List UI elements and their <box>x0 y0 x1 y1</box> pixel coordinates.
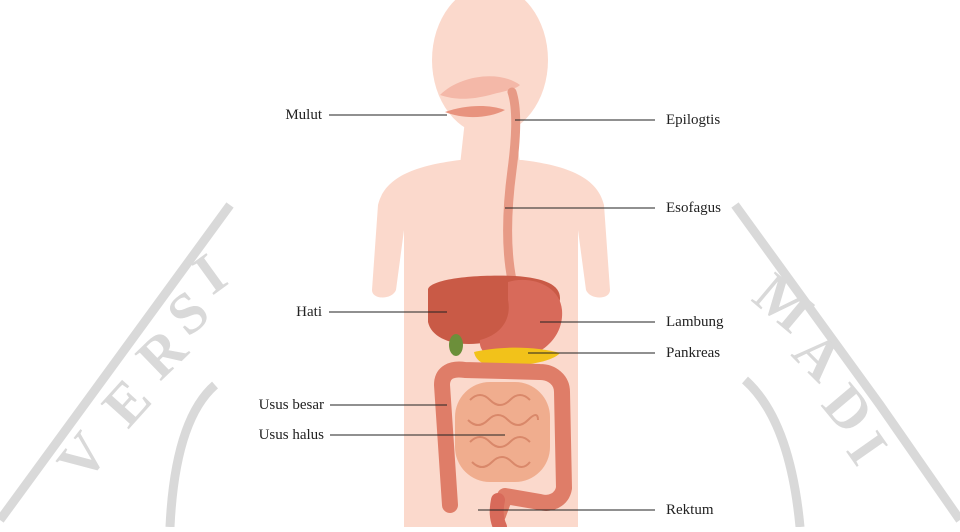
label-usus-halus: Usus halus <box>232 426 324 444</box>
label-hati: Hati <box>250 303 322 321</box>
label-esofagus: Esofagus <box>666 199 721 217</box>
label-pankreas: Pankreas <box>666 344 720 362</box>
small-intestine <box>455 382 550 482</box>
watermark-inner-arc-right <box>745 380 800 527</box>
label-rektum: Rektum <box>666 501 714 519</box>
small-intestine-mass <box>455 382 550 482</box>
label-epiglottis: Epilogtis <box>666 111 720 129</box>
label-lambung: Lambung <box>666 313 724 331</box>
gallbladder <box>449 334 463 356</box>
label-mulut: Mulut <box>250 106 322 124</box>
watermark-inner-arc-left <box>170 385 215 527</box>
rectum <box>497 500 500 527</box>
label-usus-besar: Usus besar <box>232 396 324 414</box>
svg-text:V: V <box>44 420 121 493</box>
